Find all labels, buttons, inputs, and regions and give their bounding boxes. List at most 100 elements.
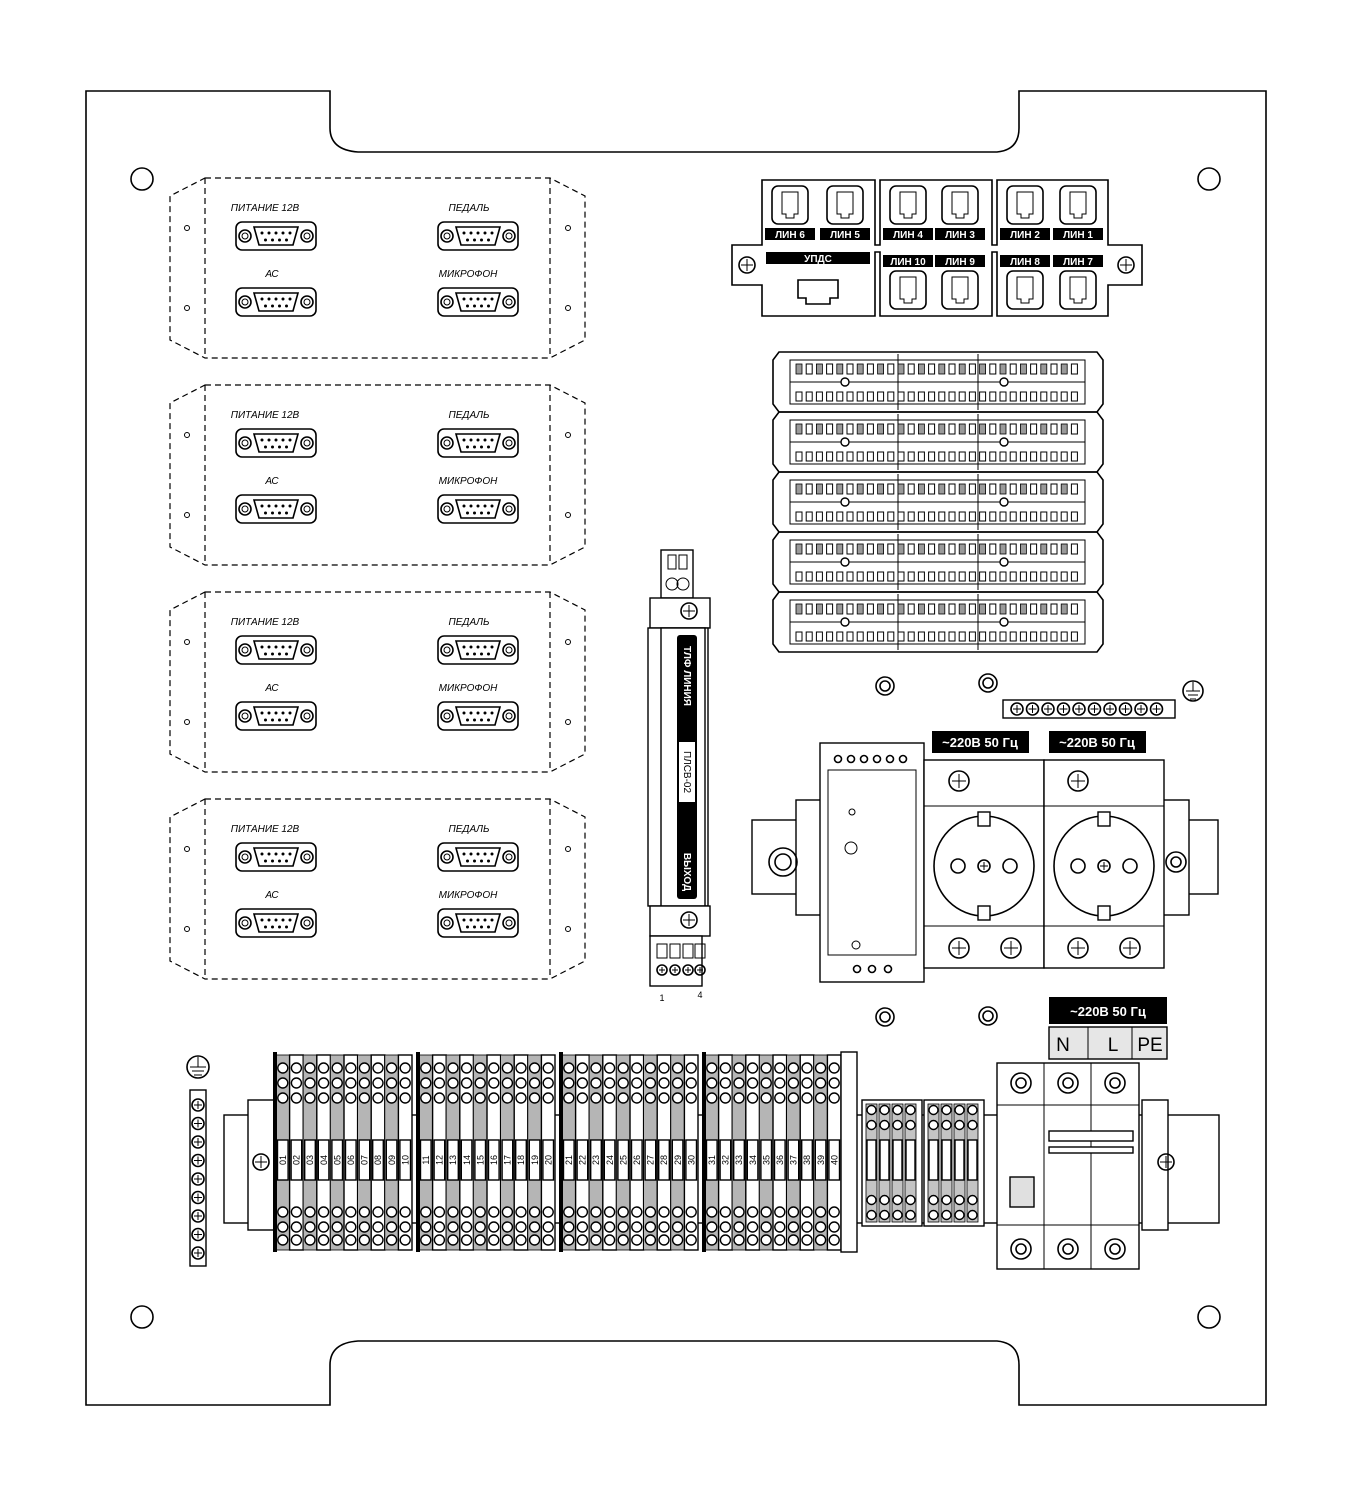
- db9-connector-icon: [437, 428, 519, 458]
- terminal-number: 08: [373, 1155, 383, 1165]
- cross-connect-module: [772, 411, 1104, 473]
- mic-label: МИКРОФОН: [439, 683, 499, 694]
- rj11-jack-icon: [1059, 270, 1097, 310]
- ground-bus-bar: [1002, 680, 1204, 719]
- terminal-block: 16: [486, 1054, 502, 1251]
- terminal-number: 13: [448, 1155, 458, 1165]
- terminal-number: 28: [659, 1155, 669, 1165]
- cross-connect-module: [772, 351, 1104, 413]
- terminal-number: 26: [632, 1155, 642, 1165]
- pedal-label: ПЕДАЛЬ: [449, 410, 490, 421]
- screw-icon: [191, 1190, 205, 1205]
- db9-connector-icon: [235, 701, 317, 731]
- terminal-block: 03: [302, 1054, 318, 1251]
- power-supply-unit: [819, 742, 925, 983]
- terminal-block: 02: [288, 1054, 304, 1251]
- line-label: ЛИН 1: [1063, 230, 1093, 241]
- surge-line-label: ТЛФ ЛИНИЯ: [681, 646, 692, 706]
- terminal-block: 33: [731, 1054, 747, 1251]
- terminal-block: 01: [275, 1054, 291, 1251]
- screw-icon: [191, 1098, 205, 1112]
- terminal-block: 05: [329, 1054, 345, 1251]
- surge-pin-first: 1: [659, 993, 664, 1003]
- cross-connect-module: [772, 531, 1104, 593]
- terminal-number: 06: [346, 1155, 356, 1165]
- terminal-block: 13: [445, 1054, 461, 1251]
- mic-label: МИКРОФОН: [439, 269, 499, 280]
- terminal-block: 17: [500, 1054, 515, 1251]
- cross-connect-module: [772, 471, 1104, 533]
- power-label: ПИТАНИЕ 12В: [231, 617, 300, 628]
- terminal-number: 04: [319, 1155, 329, 1165]
- screw-icon: [1041, 702, 1055, 716]
- line-label: ЛИН 7: [1063, 257, 1093, 268]
- db9-connector-icon: [437, 287, 519, 317]
- rj11-jack-icon: [1059, 185, 1097, 225]
- rj11-jack-icon: [771, 185, 809, 225]
- terminal-number: 39: [816, 1155, 826, 1165]
- terminal-number: 29: [673, 1155, 683, 1165]
- socket-1-label: ~220В 50 Гц: [942, 735, 1018, 750]
- rj11-jack-icon: [1006, 185, 1044, 225]
- screw-icon: [669, 964, 681, 976]
- screw-icon: [191, 1135, 205, 1149]
- terminal-number: 07: [360, 1155, 370, 1165]
- terminal-number: 31: [707, 1155, 717, 1165]
- terminal-number: 21: [564, 1155, 574, 1165]
- db9-connector-icon: [437, 842, 519, 872]
- line-label: ЛИН 6: [775, 230, 805, 241]
- terminal-number: 18: [516, 1155, 526, 1165]
- screw-icon: [191, 1227, 205, 1242]
- db9-connector-icon: [437, 221, 519, 251]
- screw-icon: [694, 964, 706, 976]
- power-supply-and-sockets: ~220В 50 Гц ~220В 50 Гц: [751, 731, 1219, 983]
- terminal-pe-label: PE: [1137, 1035, 1162, 1056]
- terminal-block: 10: [397, 1054, 413, 1251]
- terminal-block: 12: [431, 1054, 447, 1251]
- ground-studs: [875, 673, 998, 1027]
- breaker-label-block: ~220В 50 Гц N L PE: [1048, 997, 1168, 1060]
- power-label: ПИТАНИЕ 12В: [231, 824, 300, 835]
- surge-protection-module: ТЛФ ЛИНИЯ ПЛСВ-02 ВЫХОД 1 4: [647, 549, 711, 1003]
- terminal-number: 35: [761, 1155, 771, 1165]
- terminal-number: 30: [686, 1155, 696, 1165]
- mounting-hole: [130, 167, 154, 191]
- line-label: ЛИН 2: [1010, 230, 1040, 241]
- screw-icon: [191, 1153, 205, 1168]
- terminal-block: 31: [704, 1054, 720, 1251]
- terminal-number: 38: [802, 1155, 812, 1165]
- db9-connector-icon: [235, 908, 317, 938]
- terminal-number: 27: [646, 1155, 656, 1165]
- terminal-number: 24: [605, 1155, 615, 1165]
- terminal-block: 21: [561, 1054, 577, 1251]
- terminal-block: 14: [459, 1054, 475, 1251]
- terminal-block: 09: [384, 1054, 399, 1251]
- surge-pin-last: 4: [697, 990, 702, 1000]
- screw-icon: [191, 1116, 205, 1131]
- terminal-number: 02: [292, 1155, 302, 1165]
- terminal-number: 25: [618, 1155, 628, 1165]
- mic-label: МИКРОФОН: [439, 890, 499, 901]
- circuit-breaker: [996, 1062, 1140, 1270]
- terminal-number: 20: [543, 1155, 553, 1165]
- terminal-number: 33: [734, 1155, 744, 1165]
- terminal-number: 37: [789, 1155, 799, 1165]
- terminal-block: 35: [759, 1054, 774, 1251]
- mounting-hole: [1197, 1305, 1221, 1329]
- db9-connector-icon: [235, 842, 317, 872]
- terminal-number: 34: [748, 1155, 758, 1165]
- ethernet-port-icon: [797, 279, 839, 305]
- terminal-block: 37: [786, 1054, 801, 1251]
- terminal-block: 18: [513, 1054, 529, 1251]
- terminal-block: 30: [683, 1054, 699, 1251]
- cross-connect-blocks: [772, 351, 1104, 653]
- rj11-jack-icon: [941, 270, 979, 310]
- terminal-number: 17: [503, 1155, 513, 1165]
- terminal-block: 15: [472, 1054, 488, 1251]
- screw-icon: [1010, 702, 1024, 716]
- rj11-jack-icon: [1006, 270, 1044, 310]
